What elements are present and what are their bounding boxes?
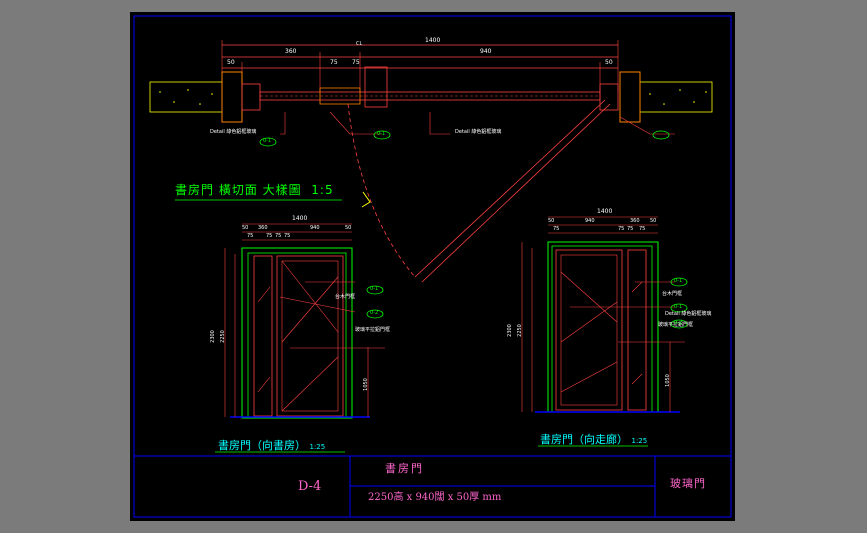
elev-left-dim-75-a: 75	[247, 233, 254, 239]
plan-dim-75-a: 75	[330, 59, 338, 66]
plan-callout-2: 0-1	[377, 131, 386, 137]
plan-callout-1: 0-1	[263, 138, 272, 144]
sheet-border	[133, 15, 732, 518]
elev-left-dim-overall: 1400	[292, 215, 308, 222]
elev-right-dim-2250: 2250	[516, 324, 523, 337]
elev-left-dim-360: 360	[258, 225, 268, 231]
plan-dim-overall: 1400	[425, 37, 441, 44]
elev-right-dim-75-c: 75	[627, 226, 634, 232]
elev-left-callout-2: 0-2	[370, 310, 379, 316]
elev-left-scale: 1:25	[309, 443, 326, 451]
elev-left-dim-2300: 2300	[209, 330, 216, 343]
plan-note-left: Detail 綠色鋁框玻璃	[210, 129, 257, 135]
elev-right-callout-1: 0-1	[674, 278, 683, 284]
elev-right-note-frame: 台木門框	[662, 291, 683, 297]
elev-left-note-aluminium: 玻璃平拉鋁門框	[355, 327, 391, 333]
elev-right-dim-2300: 2300	[506, 324, 513, 337]
plan-title: 書房門 橫切面 大樣圖 1:5	[175, 183, 334, 197]
drawing-spec: 2250高 x 940闊 x 50厚 mm	[368, 492, 502, 503]
elev-right-dim-360: 360	[630, 218, 640, 224]
plan-dim-940: 940	[480, 48, 492, 55]
elev-left-dim-75-d: 75	[284, 233, 291, 239]
plan-dim-360: 360	[285, 48, 297, 55]
elev-left-title: 書房門（向書房） 1:25	[218, 439, 326, 452]
elev-left-dim-940: 940	[310, 225, 320, 231]
elev-right-dim-940: 940	[585, 218, 595, 224]
plan-dim-50-left: 50	[227, 59, 235, 66]
elev-left-dim-2250: 2250	[219, 330, 226, 343]
elevation-left	[215, 223, 385, 453]
elev-right-dim-overall: 1400	[597, 208, 613, 215]
elev-right-dim-75-a: 75	[553, 226, 560, 232]
title-block-frame	[134, 455, 731, 517]
elev-left-dim-75-c: 75	[275, 233, 282, 239]
elev-right-note-detail: Detail 綠色鋁框玻璃	[665, 311, 712, 317]
drawing-name: 書房門	[385, 462, 424, 475]
elev-right-scale: 1:25	[631, 437, 648, 445]
elev-left-dim-75-b: 75	[266, 233, 273, 239]
plan-scale: 1:5	[311, 183, 334, 197]
plan-dim-75-b: 75	[352, 59, 360, 66]
plan-dim-50-right: 50	[605, 59, 613, 66]
elev-left-dim-1050: 1050	[362, 378, 369, 391]
elev-right-title: 書房門（向走廊） 1:25	[540, 433, 648, 446]
elev-left-dim-50-b: 50	[345, 225, 352, 231]
elev-right-dim-1050: 1050	[664, 374, 671, 387]
elev-right-dim-50-b: 50	[650, 218, 657, 224]
elevation-right	[521, 216, 688, 447]
elev-right-dim-50-a: 50	[548, 218, 555, 224]
cad-drawing	[133, 15, 732, 518]
elev-left-note-frame: 台木門框	[335, 294, 356, 300]
sheet-number: D-4	[298, 479, 322, 494]
elev-right-callout-2: 0-1	[674, 304, 683, 310]
elev-right-note-aluminium: 玻璃平拉鋁門框	[658, 322, 694, 328]
plan-centerline: CL	[356, 41, 363, 47]
elev-right-dim-75-b: 75	[618, 226, 625, 232]
elev-left-callout-1: 0-1	[370, 286, 379, 292]
elev-right-callout-3: 0-2	[674, 320, 683, 326]
elev-left-dim-50-a: 50	[242, 225, 249, 231]
material-name: 玻璃門	[670, 477, 706, 490]
drawing-sheet: 1400 360 940 50 75 75 50 CL Detail 綠色鋁框玻…	[130, 12, 735, 521]
elev-right-dim-75-d: 75	[639, 226, 646, 232]
plan-note-right: Detail 綠色鋁框玻璃	[455, 129, 502, 135]
plan-section	[149, 40, 713, 283]
